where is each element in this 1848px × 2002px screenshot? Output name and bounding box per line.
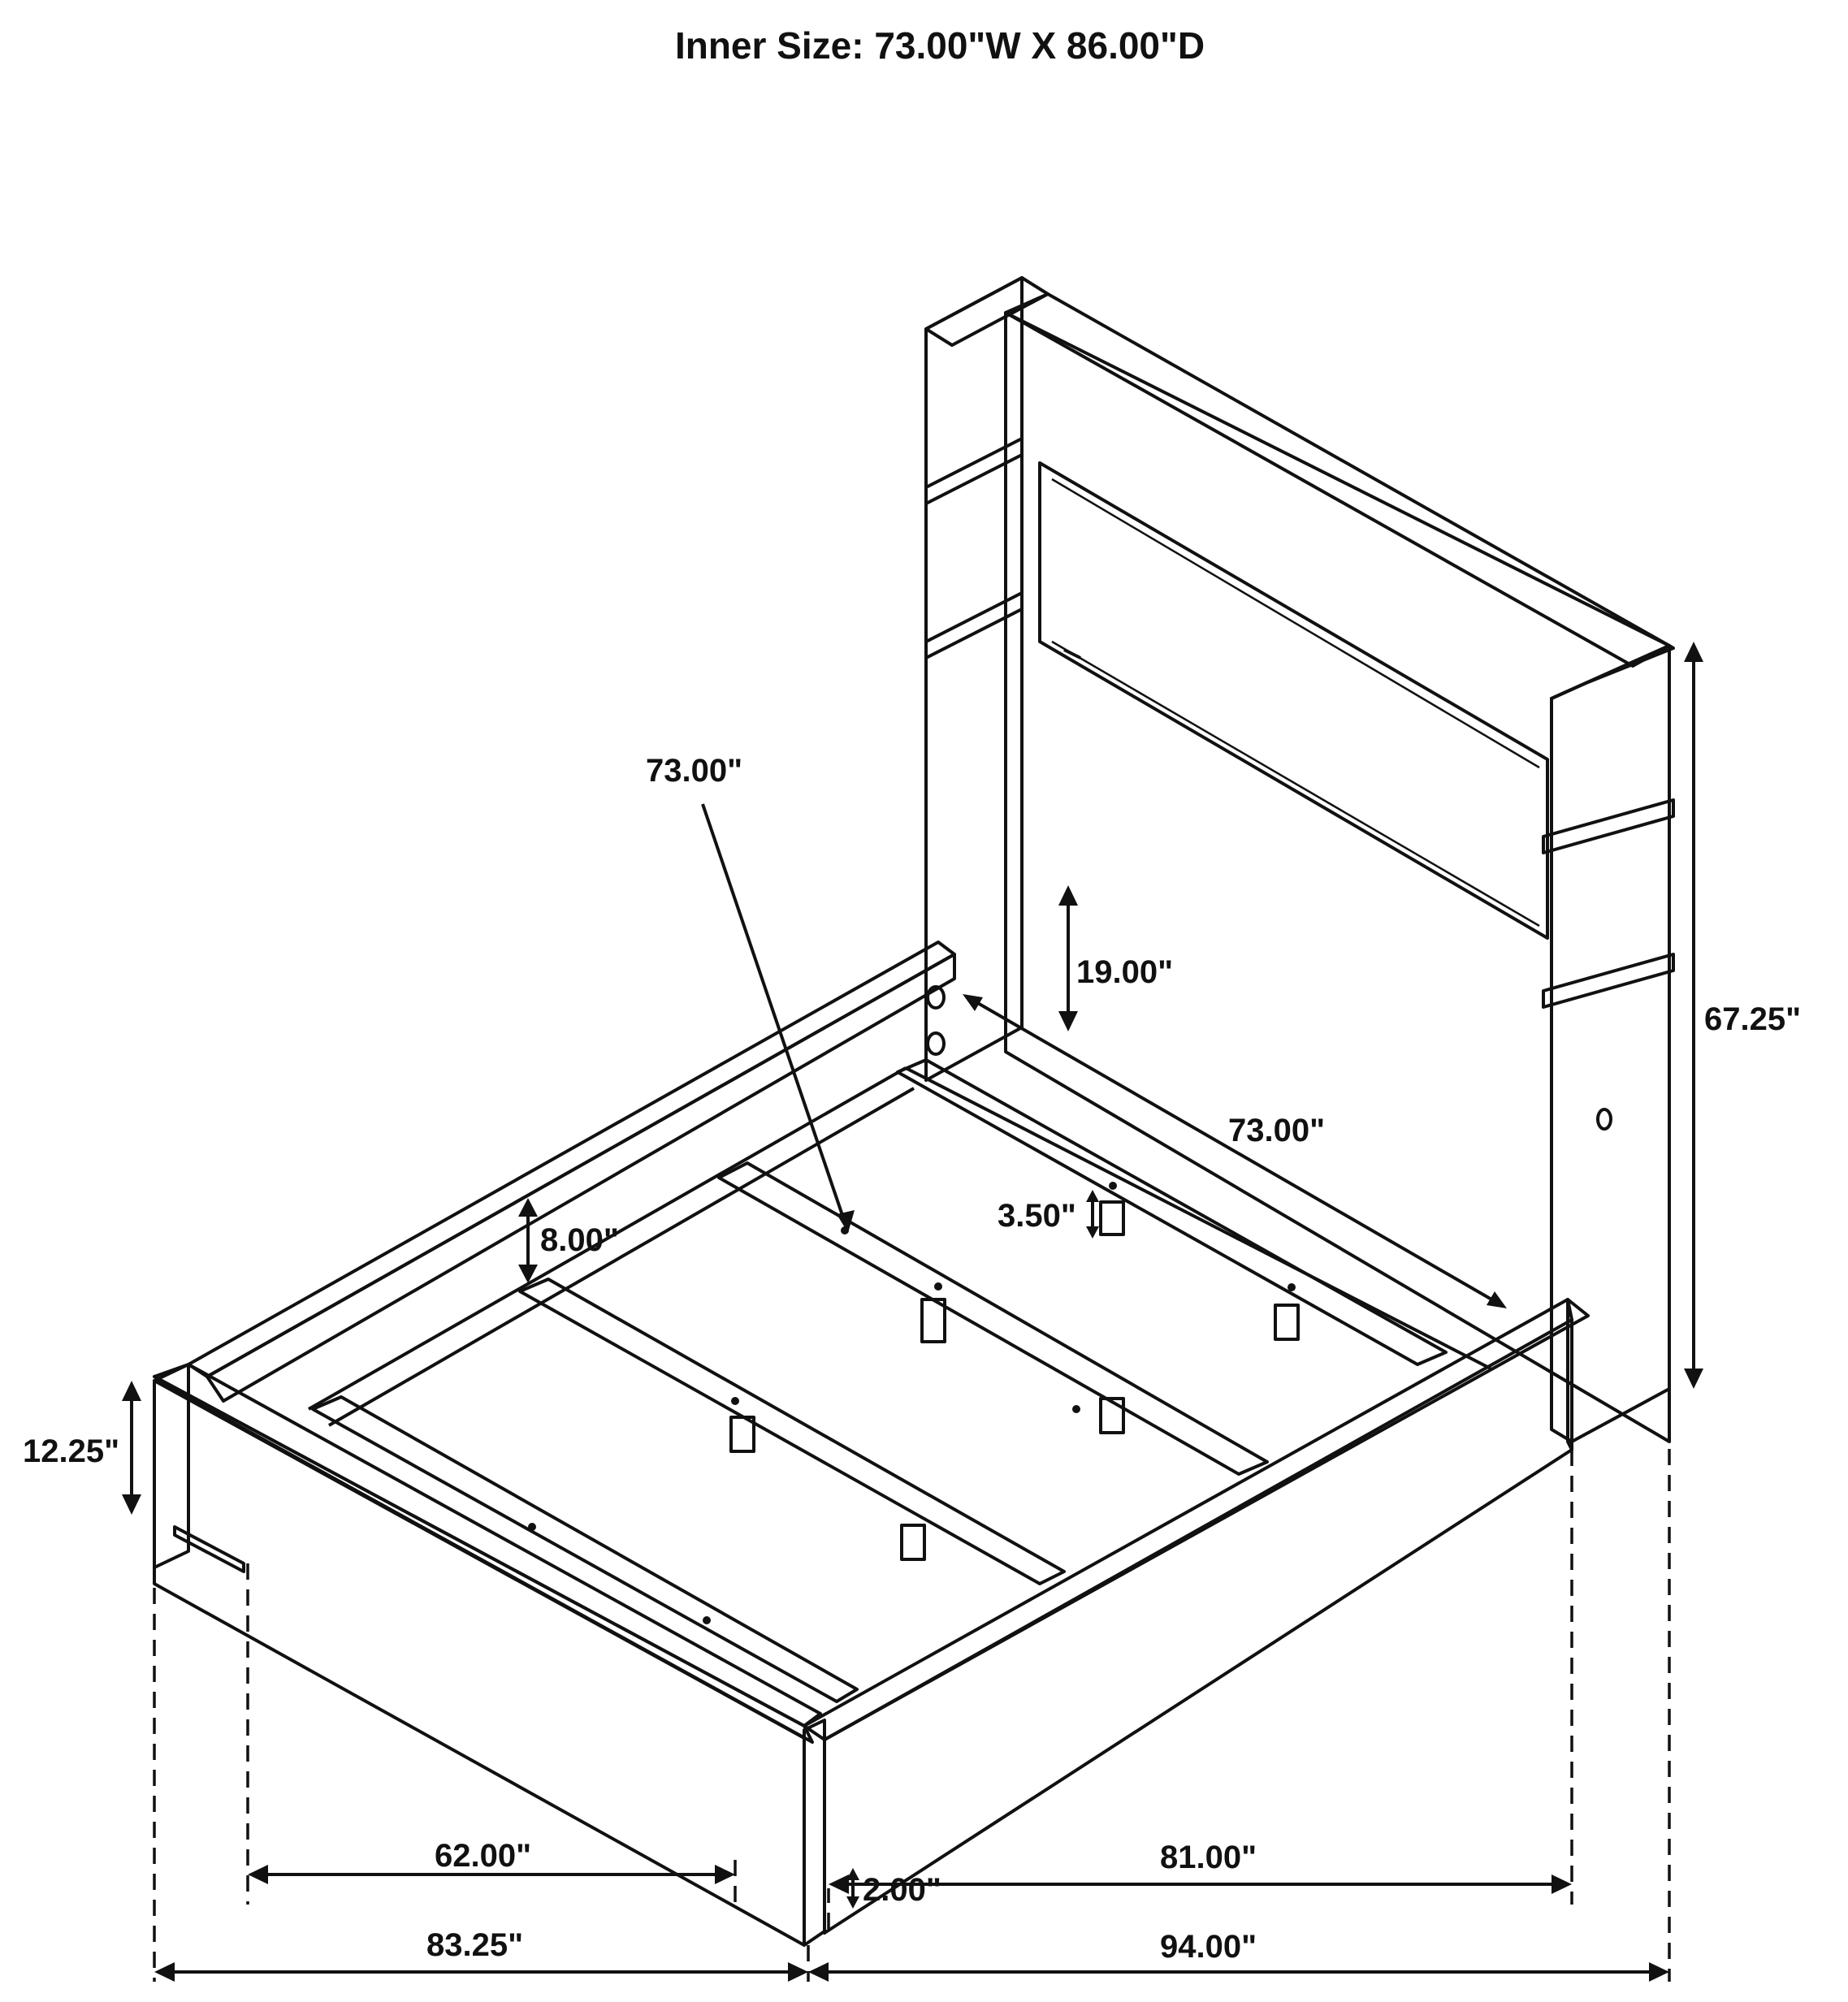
label-clearance: 2.00" (863, 1872, 941, 1908)
label-inner-length-front: 62.00" (435, 1838, 531, 1874)
label-slat-leg-height: 3.50" (998, 1198, 1076, 1234)
label-frame-depth: 8.00" (540, 1222, 619, 1258)
label-overall-height: 67.25" (1704, 1001, 1801, 1037)
label-inner-width-back: 73.00" (1228, 1113, 1325, 1148)
left-side-rail (187, 940, 956, 1403)
footboard (153, 1363, 826, 1947)
label-inner-length-side: 81.00" (1160, 1840, 1257, 1875)
label-headboard-panel-drop: 19.00" (1076, 954, 1173, 990)
dimension-labels: 73.00" 73.00" 19.00" 67.25" 3.50" 8.00" … (23, 753, 1801, 1965)
slat-frame (308, 1058, 1491, 1703)
right-side-rail (803, 1298, 1590, 1935)
headboard (924, 276, 1675, 1443)
label-inner-width-diagonal: 73.00" (646, 753, 742, 789)
extension-lines (153, 1397, 1671, 1982)
label-overall-length-side: 94.00" (1160, 1929, 1257, 1965)
diagram-title: Inner Size: 73.00"W X 86.00"D (675, 24, 1205, 67)
label-side-rail-height: 12.25" (23, 1433, 119, 1469)
dimension-lines (122, 642, 1703, 1982)
label-overall-width-front: 83.25" (426, 1927, 523, 1963)
